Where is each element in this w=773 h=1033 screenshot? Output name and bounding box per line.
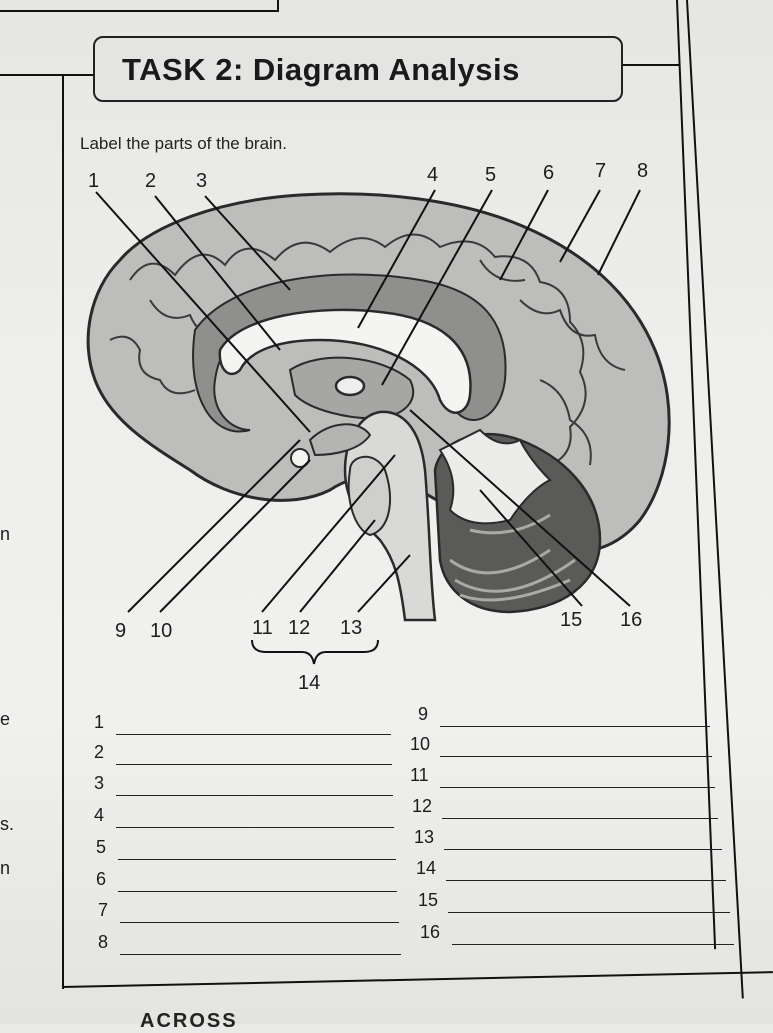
answer-number: 12 [412,796,433,816]
answer-line[interactable] [446,880,726,881]
answer-number: 13 [414,827,435,847]
pons-bulge [347,455,391,537]
top-box-edge [0,10,278,12]
answer-number: 11 [410,765,429,785]
page-title: TASK 2: Diagram Analysis [122,52,520,87]
leader-lines [95,189,641,613]
section-heading-across: ACROSS [140,1010,238,1032]
answer-number: 9 [418,704,429,724]
label-12: 12 [288,617,311,639]
margin-fragment-2: e [0,709,11,729]
answer-line[interactable] [448,912,730,913]
answer-line[interactable] [116,734,391,735]
answer-number: 2 [94,742,105,762]
answer-line[interactable] [444,849,722,850]
label-13: 13 [340,617,363,639]
answer-line[interactable] [116,764,392,765]
label-1: 1 [88,170,100,192]
label-5: 5 [485,164,497,186]
label-7: 7 [595,160,607,182]
answer-line[interactable] [116,795,393,796]
margin-fragment-1: n [0,524,11,544]
answer-line[interactable] [118,891,397,892]
answer-line[interactable] [118,859,396,860]
page-border-left [62,74,64,989]
label-15: 15 [560,609,583,631]
answer-line[interactable] [120,922,399,923]
page-border-top-right [622,64,680,66]
corpus-callosum [218,308,472,414]
label-4: 4 [427,164,439,186]
answer-number: 7 [98,900,109,920]
answer-number: 16 [420,922,441,942]
answer-line[interactable] [440,726,710,727]
answer-line[interactable] [120,954,401,955]
answer-number: 4 [94,805,105,825]
answer-number: 3 [94,773,105,793]
cerebellum-folia [449,513,576,602]
gyri-pattern [109,233,626,468]
label-11: 11 [252,617,273,639]
answer-number: 10 [410,734,431,754]
pituitary-gland [290,448,310,468]
label-16: 16 [620,609,643,631]
label-9: 9 [115,620,127,642]
page-border-top-left [0,74,95,76]
answer-number: 15 [418,890,439,910]
answer-line[interactable] [440,787,715,788]
answer-number: 8 [98,932,109,952]
instruction-text: Label the parts of the brain. [80,134,287,153]
top-box-corner [277,0,279,12]
brace-14 [251,639,379,665]
ventricle-hole [334,375,366,397]
answer-line[interactable] [116,827,394,828]
answer-number: 1 [94,712,105,732]
label-6: 6 [543,162,555,184]
hypothalamus [308,423,372,457]
margin-fragment-4: n [0,858,11,878]
margin-fragment-3: s. [0,814,15,834]
arbor-vitae [438,428,552,525]
title-box [93,36,623,102]
answer-number: 5 [96,837,107,857]
label-3: 3 [196,170,208,192]
answer-line[interactable] [442,818,718,819]
answer-number: 14 [416,858,437,878]
label-2: 2 [145,170,157,192]
answer-line[interactable] [440,756,712,757]
answer-number: 6 [96,869,107,889]
label-10: 10 [150,620,173,642]
label-8: 8 [637,160,649,182]
answer-line[interactable] [452,944,734,945]
label-14: 14 [298,672,321,694]
